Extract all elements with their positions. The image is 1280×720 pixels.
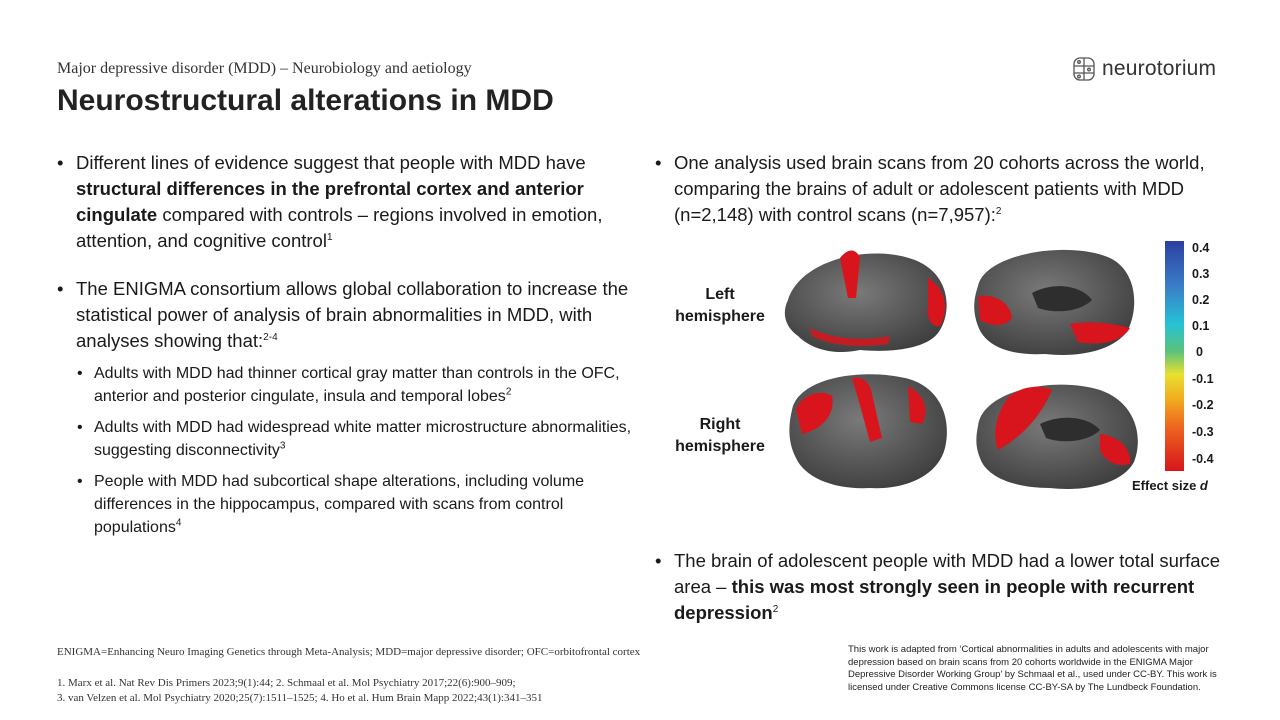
left-medial-brain (974, 249, 1135, 355)
section-subtitle: Major depressive disorder (MDD) – Neurob… (57, 60, 472, 77)
sub-bullet-gray-matter: Adults with MDD had thinner cortical gra… (57, 362, 632, 408)
bullet-text: The ENIGMA consortium allows global coll… (76, 278, 629, 351)
ref-sup: 2 (995, 205, 1002, 217)
left-lateral-brain (784, 250, 947, 353)
brain-logo-icon (1073, 57, 1095, 81)
sub-bullet-text: Adults with MDD had widespread white mat… (94, 419, 632, 459)
bullet-text: One analysis used brain scans from 20 co… (674, 152, 1205, 225)
abbreviations: ENIGMA=Enhancing Neuro Imaging Genetics … (57, 646, 641, 658)
ref-sup: 3 (279, 440, 286, 452)
sub-bullet-subcortical: People with MDD had subcortical shape al… (57, 470, 632, 539)
ref-sup: 1 (326, 231, 333, 243)
colorbar-tick: -0.1 (1192, 372, 1214, 386)
bullet-text: Different lines of evidence suggest that… (76, 152, 586, 173)
colorbar-tick: 0.1 (1192, 319, 1210, 333)
right-column: One analysis used brain scans from 20 co… (655, 150, 1235, 623)
label-line: hemisphere (675, 308, 765, 325)
effect-size-colorbar (1165, 241, 1184, 471)
bullet-structural-differences: Different lines of evidence suggest that… (57, 150, 632, 254)
colorbar-tick: 0 (1196, 345, 1203, 359)
page-title: Neurostructural alterations in MDD (57, 84, 554, 117)
colorbar-tick: 0.3 (1192, 267, 1210, 281)
colorbar-tick: -0.3 (1192, 425, 1214, 439)
sub-bullet-text: People with MDD had subcortical shape al… (94, 473, 585, 536)
label-line: Right (699, 416, 741, 433)
colorbar-tick: -0.4 (1192, 452, 1214, 466)
bullet-bold-text: this was most strongly seen in people wi… (674, 576, 1195, 623)
colorbar-tick: -0.2 (1192, 398, 1214, 412)
right-lateral-brain (789, 374, 947, 489)
right-medial-brain (976, 384, 1138, 489)
neurotorium-logo[interactable]: neurotorium (1072, 55, 1216, 83)
reference-line: 3. van Velzen et al. Mol Psychiatry 2020… (57, 692, 543, 704)
colorbar-tick: 0.4 (1192, 241, 1210, 255)
bullet-bold-text: structural differences in the prefrontal… (76, 178, 584, 225)
left-hemisphere-label: Left hemisphere (665, 284, 775, 328)
logo-text: neurotorium (1102, 57, 1217, 80)
ref-sup: 2-4 (263, 331, 278, 343)
ref-sup: 4 (175, 517, 182, 529)
brain-effect-size-figure: Left hemisphere Right hemisphere (660, 238, 1230, 498)
bullet-20-cohorts: One analysis used brain scans from 20 co… (655, 150, 1235, 228)
reference-line: 1. Marx et al. Nat Rev Dis Primers 2023;… (57, 677, 516, 689)
sub-bullet-text: Adults with MDD had thinner cortical gra… (94, 365, 620, 405)
sub-bullet-white-matter: Adults with MDD had widespread white mat… (57, 416, 632, 462)
ref-sup: 2 (772, 603, 779, 615)
brain-images (784, 249, 1138, 489)
license-note: This work is adapted from ‘Cortical abno… (848, 644, 1217, 693)
effect-label-symbol: d (1199, 478, 1208, 493)
bullet-text: compared with controls – regions involve… (76, 204, 603, 251)
colorbar-tick: 0.2 (1192, 293, 1210, 307)
right-hemisphere-label: Right hemisphere (665, 414, 775, 458)
references: 1. Marx et al. Nat Rev Dis Primers 2023;… (57, 676, 542, 706)
label-line: Left (705, 286, 735, 303)
bullet-text: The brain of adolescent people with MDD … (674, 550, 1221, 597)
left-column: Different lines of evidence suggest that… (57, 150, 632, 547)
effect-size-label: Effect size d (1132, 478, 1208, 493)
effect-label-text: Effect size (1132, 478, 1200, 493)
label-line: hemisphere (675, 438, 765, 455)
ref-sup: 2 (505, 386, 512, 398)
bullet-enigma: The ENIGMA consortium allows global coll… (57, 276, 632, 354)
bullet-adolescent-surface: The brain of adolescent people with MDD … (655, 548, 1249, 626)
